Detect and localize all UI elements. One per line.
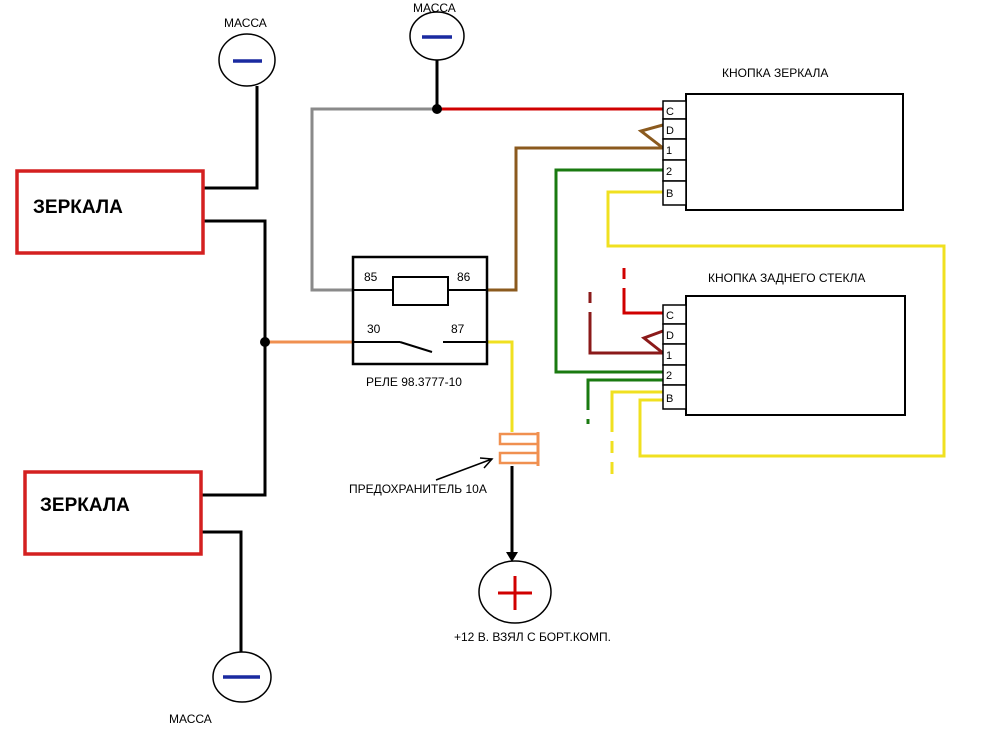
mirror-button-title: КНОПКА ЗЕРКАЛА — [722, 66, 828, 80]
junction-dot-mirrors — [260, 337, 270, 347]
mirror-pin-b: B — [666, 188, 673, 200]
ground-top-left: МАССА — [218, 16, 276, 87]
wire-red-rear-c — [622, 300, 663, 315]
fuse-caption: ПРЕДОХРАНИТЕЛЬ 10А — [349, 482, 487, 496]
relay-pin-86: 86 — [457, 270, 471, 284]
wire-darkred-rear — [588, 324, 663, 355]
junction-dot-ground — [432, 104, 442, 114]
ground-top-left-label: МАССА — [224, 16, 267, 30]
ground-bottom-label: МАССА — [169, 712, 212, 726]
relay-caption: РЕЛЕ 98.3777-10 — [366, 375, 462, 389]
wire-green-mirror — [554, 168, 663, 374]
rear-glass-button-title: КНОПКА ЗАДНЕГО СТЕКЛА — [708, 271, 865, 285]
relay-coil — [392, 276, 449, 306]
wire-darkred-jumper — [640, 329, 664, 355]
power-arrowhead — [506, 552, 518, 562]
wire-yellow-fuse — [487, 340, 514, 432]
relay-pin-87: 87 — [451, 322, 465, 336]
rear-pin-d: D — [666, 330, 674, 342]
wire-black-mirrors-bus — [201, 219, 267, 497]
mirrors-bottom-label: ЗЕРКАЛА — [40, 495, 130, 516]
relay-pin-30: 30 — [367, 322, 381, 336]
wires — [201, 60, 946, 656]
relay-switch-blade — [399, 341, 433, 353]
relay: 85 86 30 87 РЕЛЕ 98.3777-10 — [351, 255, 489, 389]
mirror-pin-1: 1 — [666, 145, 672, 157]
rear-pin-1: 1 — [666, 350, 672, 362]
wire-green-rear — [586, 378, 663, 398]
ground-top-center-label: МАССА — [413, 1, 456, 15]
mirrors-top-box: ЗЕРКАЛА — [15, 169, 205, 255]
rear-glass-button: КНОПКА ЗАДНЕГО СТЕКЛА C D 1 2 B — [662, 271, 906, 416]
rear-pin-c: C — [666, 310, 674, 322]
wire-black-top-mirror-ground — [203, 86, 259, 190]
wire-yellow-mirror — [606, 190, 946, 458]
power-caption: +12 В. ВЗЯЛ С БОРТ.КОМП. — [454, 630, 611, 644]
ground-bottom: МАССА — [169, 651, 272, 726]
fuse: ПРЕДОХРАНИТЕЛЬ 10А — [349, 432, 540, 496]
wire-brown — [487, 146, 663, 292]
power-plus-icon — [498, 576, 532, 610]
rear-pin-2: 2 — [666, 370, 672, 382]
power-source: +12 В. ВЗЯЛ С БОРТ.КОМП. — [454, 560, 611, 644]
wire-brown-jumper — [637, 123, 664, 150]
wire-grey — [310, 107, 437, 292]
wire-yellow-rear — [610, 390, 663, 420]
fuse-pointer-arrow — [435, 458, 493, 481]
relay-pin-85: 85 — [364, 270, 378, 284]
wire-black-bottom-mirror-ground — [201, 530, 243, 656]
mirror-pin-d: D — [666, 125, 674, 137]
mirrors-bottom-box: ЗЕРКАЛА — [23, 470, 203, 556]
ground-top-center: МАССА — [409, 1, 465, 61]
mirrors-top-label: ЗЕРКАЛА — [33, 197, 123, 218]
mirror-pin-2: 2 — [666, 166, 672, 178]
rear-pin-b: B — [666, 393, 673, 405]
mirror-button: КНОПКА ЗЕРКАЛА C D 1 2 B — [662, 66, 904, 211]
mirror-pin-c: C — [666, 106, 674, 118]
